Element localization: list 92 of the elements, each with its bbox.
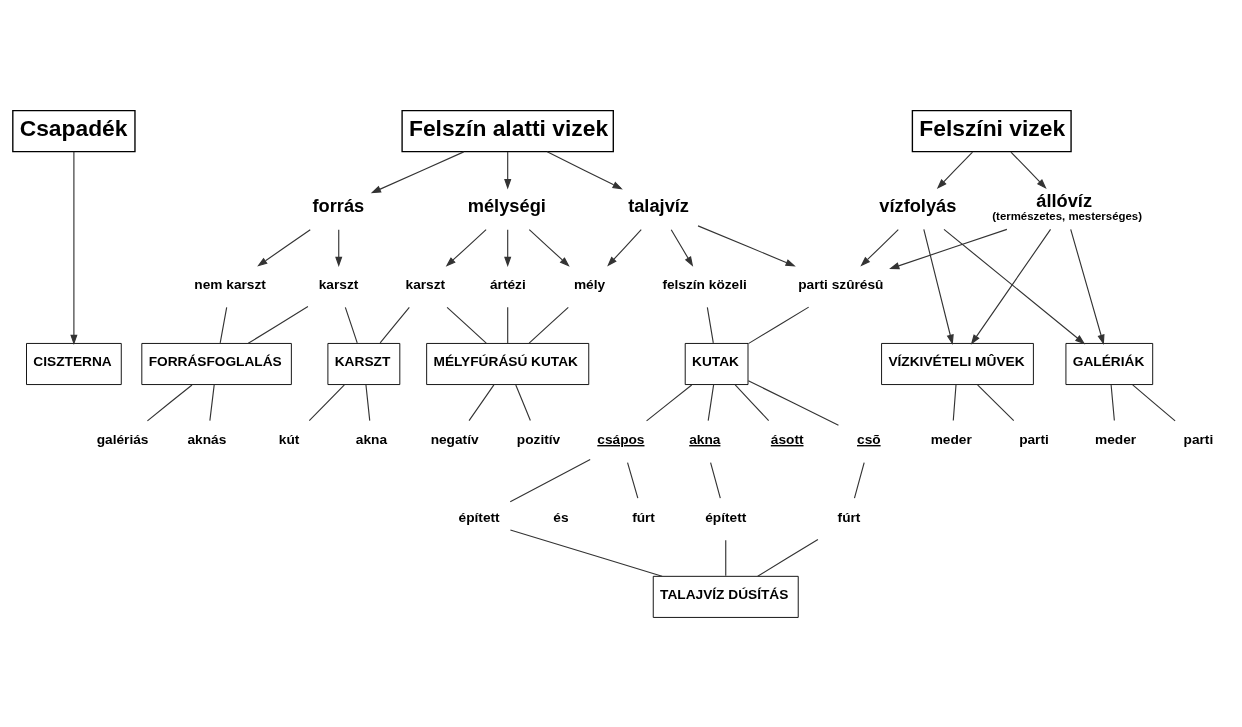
connector	[710, 461, 721, 499]
arrow	[546, 150, 623, 189]
node-text: ásott	[770, 431, 804, 447]
connector	[446, 306, 487, 344]
node-text: akna	[689, 431, 721, 447]
connector	[853, 461, 865, 499]
connector	[365, 383, 371, 421]
node-text: parti	[1019, 431, 1049, 447]
arrow	[923, 228, 954, 345]
node-text: negatív	[430, 431, 479, 447]
connector	[977, 383, 1015, 421]
connector	[1132, 383, 1176, 421]
node-text: felszín közeli	[662, 276, 747, 292]
connector	[507, 306, 509, 343]
connector	[344, 306, 358, 343]
connector	[757, 538, 819, 577]
node-text: kút	[278, 431, 300, 447]
connector	[626, 461, 639, 499]
connector	[209, 383, 215, 421]
connector	[1110, 383, 1115, 421]
arrow	[504, 151, 512, 189]
node-text: ártézi	[490, 276, 526, 292]
arrow	[697, 224, 796, 266]
node-text: meder	[1095, 431, 1137, 447]
node-text: mély	[573, 276, 606, 292]
node-text: csõ	[857, 431, 881, 447]
node-box: FORRÁSFOGLALÁS	[141, 342, 292, 385]
node-text: forrás	[312, 194, 365, 216]
node-text: akna	[355, 431, 388, 447]
connector	[747, 379, 840, 426]
connector	[707, 383, 715, 421]
connector	[734, 383, 770, 421]
node-text: épített	[458, 509, 500, 525]
node-text: mélységi	[467, 194, 546, 216]
arrow	[970, 228, 1052, 345]
node-text: fúrt	[837, 509, 861, 525]
node-box: TALAJVÍZ DÚSÍTÁS	[652, 575, 799, 618]
node-text: pozitív	[516, 431, 561, 447]
connector	[725, 539, 727, 576]
connector	[515, 383, 531, 421]
arrow	[370, 150, 465, 193]
node-text: állóvíz (természetes, mesterséges)	[992, 189, 1142, 222]
arrow	[1010, 151, 1047, 189]
connector	[952, 383, 957, 421]
connector	[308, 383, 345, 421]
node-box: CISZTERNA	[26, 342, 122, 385]
connector	[528, 306, 569, 344]
node-text: aknás	[187, 431, 227, 447]
arrow	[670, 228, 694, 267]
arrow	[528, 228, 570, 267]
connector	[146, 383, 193, 421]
connector	[509, 528, 663, 577]
connector	[747, 306, 810, 344]
connector	[219, 306, 228, 343]
arrow	[860, 228, 899, 266]
arrow	[936, 151, 974, 189]
node-box: KARSZT	[327, 342, 401, 385]
node-box: Felszín alatti vizek	[401, 109, 614, 152]
arrow	[1070, 228, 1105, 345]
arrow	[943, 228, 1086, 344]
node-text: karszt	[318, 276, 359, 292]
node-text: parti szûrésû	[798, 276, 884, 292]
node-text: fúrt	[632, 509, 655, 525]
node-text: nem karszt	[194, 276, 266, 292]
node-text: parti	[1183, 431, 1214, 447]
arrow	[70, 150, 78, 345]
node-box: GALÉRIÁK	[1065, 342, 1154, 385]
arrow	[257, 228, 311, 267]
node-text: galériás	[96, 431, 149, 447]
arrow	[607, 228, 642, 267]
node-text: talajvíz	[628, 194, 690, 216]
arrow	[335, 228, 343, 267]
connector	[706, 306, 714, 343]
node-box: VÍZKIVÉTELI MÛVEK	[881, 342, 1034, 385]
node-text: karszt	[405, 276, 446, 292]
connector	[468, 383, 495, 421]
node-box: KUTAK	[684, 342, 749, 385]
node-text: épített	[705, 509, 747, 525]
connector	[247, 305, 309, 344]
node-text: meder	[930, 431, 972, 447]
connector	[509, 458, 591, 502]
arrow	[504, 228, 512, 267]
label: és	[553, 509, 569, 525]
arrow	[445, 228, 487, 267]
connector	[379, 306, 410, 343]
node-box: MÉLYFÚRÁSÚ KUTAK	[426, 342, 590, 385]
node-text: csápos	[597, 431, 645, 447]
arrow	[889, 228, 1008, 269]
node-box: Felszíni vizek	[911, 109, 1072, 152]
node-text: vízfolyás	[879, 194, 957, 216]
node-box: Csapadék	[12, 109, 136, 152]
connector	[646, 383, 693, 421]
